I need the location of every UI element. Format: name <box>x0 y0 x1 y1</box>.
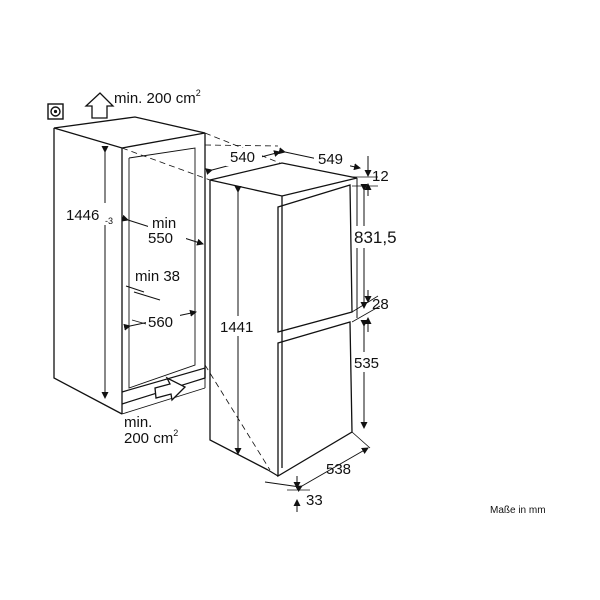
upper-door-value: 831,5 <box>354 228 397 247</box>
units-note: Maße in mm <box>490 505 546 516</box>
lower-door-dimension: 535 <box>352 320 386 429</box>
depth-dimension: 549 <box>278 147 361 171</box>
door-gap-dimension: 28 <box>351 290 389 332</box>
niche-width-dimension: 560 <box>123 309 197 331</box>
door-depth-value: 538 <box>326 461 351 478</box>
upper-door-dimension: 831,5 <box>352 184 406 309</box>
niche-height-value: 1446 <box>66 207 99 224</box>
width-value: 540 <box>230 149 255 166</box>
appliance-height-dimension: 1441 <box>218 186 258 455</box>
side-gap-dimension: min 38 <box>125 268 180 301</box>
vent-bottom-label-line2: 200 cm2 <box>124 428 178 447</box>
power-socket-icon <box>47 103 64 120</box>
top-gap-dimension: 12 <box>352 156 389 196</box>
niche-depth-dimension: min 550 <box>121 214 204 247</box>
top-gap-value: 12 <box>372 168 389 185</box>
niche-width-value: 560 <box>148 314 173 331</box>
width-dimension: 540 <box>205 148 281 175</box>
niche-height-dimension: 1446 -3 <box>64 146 114 399</box>
lower-door-value: 535 <box>354 355 379 372</box>
niche-depth-min: min <box>152 215 176 232</box>
side-gap-value: min 38 <box>135 268 180 285</box>
niche-cabinet <box>53 116 206 415</box>
bottom-offset-value: 33 <box>306 492 323 509</box>
door-depth-dimension: 538 <box>295 431 371 493</box>
airflow-arrow-in-icon <box>154 376 187 402</box>
niche-height-tolerance: -3 <box>105 216 113 226</box>
bottom-offset-dimension: 33 <box>287 476 323 512</box>
airflow-arrow-up-icon <box>84 92 115 119</box>
depth-value: 549 <box>318 151 343 168</box>
vent-top-label: min. 200 cm2 <box>114 88 201 107</box>
door-gap-value: 28 <box>372 296 389 313</box>
appliance-height-value: 1441 <box>220 319 253 336</box>
niche-depth-value: 550 <box>148 230 173 247</box>
vent-bottom-label-line1: min. <box>124 414 152 431</box>
